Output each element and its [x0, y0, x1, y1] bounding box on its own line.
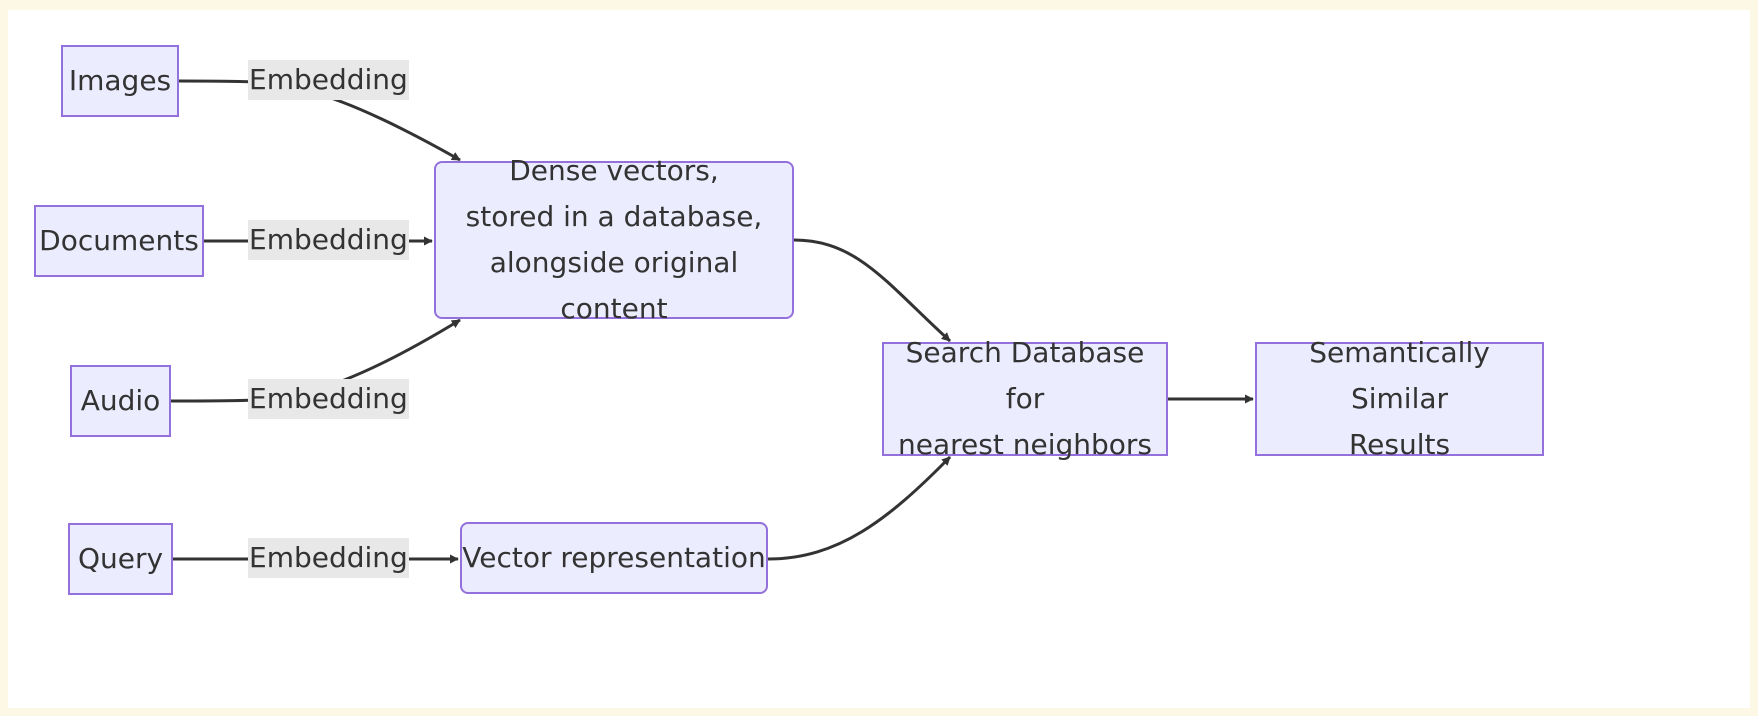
node-vector-representation-label: Vector representation — [462, 541, 766, 574]
edge-label-documents: Embedding — [248, 220, 409, 260]
edge-label-query: Embedding — [248, 538, 409, 578]
edge-label-images: Embedding — [248, 60, 409, 100]
edge-dense-vectors-to-search — [793, 238, 952, 343]
edge-vector-rep-to-search — [767, 455, 952, 561]
node-images-label: Images — [68, 64, 172, 97]
node-images: Images — [61, 45, 179, 117]
node-dense-vectors-label: Dense vectors, stored in a database, alo… — [465, 154, 763, 325]
node-vector-representation: Vector representation — [460, 522, 768, 594]
node-audio-label: Audio — [80, 384, 161, 417]
node-audio: Audio — [70, 365, 171, 437]
node-documents: Documents — [34, 205, 204, 277]
node-search-database-label: Search Database for nearest neighbors — [898, 336, 1152, 461]
node-documents-label: Documents — [39, 224, 199, 257]
node-query-label: Query — [77, 542, 164, 575]
node-query: Query — [68, 523, 173, 595]
edge-label-audio: Embedding — [248, 379, 409, 419]
node-results-label: Semantically Similar Results — [1309, 336, 1490, 461]
node-results: Semantically Similar Results — [1255, 336, 1544, 461]
node-dense-vectors: Dense vectors, stored in a database, alo… — [434, 154, 794, 325]
node-search-database: Search Database for nearest neighbors — [882, 336, 1168, 461]
diagram-canvas: Images Documents Audio Query Dense vecto… — [8, 10, 1750, 708]
